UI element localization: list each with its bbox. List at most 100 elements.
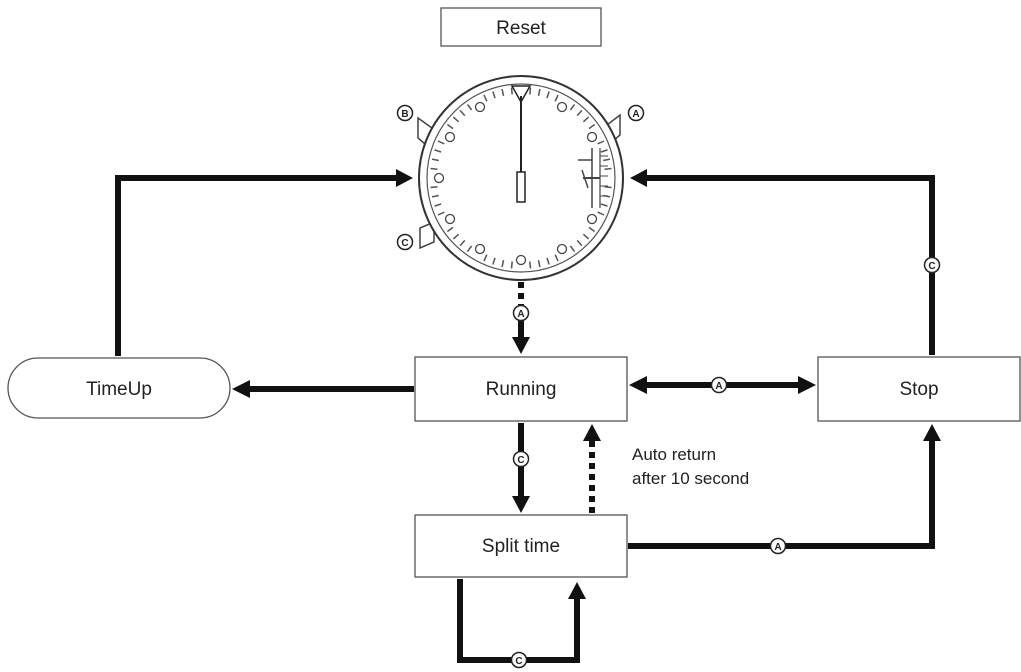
watch-tick bbox=[434, 149, 442, 153]
watch-tick bbox=[537, 260, 541, 268]
twelve-index-triangle bbox=[510, 85, 532, 104]
badge-b-watch: B bbox=[396, 104, 414, 122]
svg-text:A: A bbox=[774, 542, 781, 553]
badge-a-split-to-stop: A bbox=[769, 537, 787, 555]
svg-text:A: A bbox=[632, 109, 639, 120]
watch-hour-marker bbox=[556, 243, 568, 255]
watch-tick bbox=[466, 245, 473, 253]
watch-tick bbox=[483, 94, 488, 102]
stop-node: Stop bbox=[817, 356, 1021, 422]
watch-tick bbox=[537, 88, 541, 96]
svg-text:C: C bbox=[515, 656, 522, 667]
running-node: Running bbox=[414, 356, 628, 422]
watch-tick bbox=[597, 140, 605, 145]
watch-tick bbox=[510, 87, 513, 95]
watch-tick bbox=[588, 226, 596, 233]
watch-tick bbox=[588, 123, 596, 130]
watch-markers bbox=[433, 101, 598, 266]
arrow-reset-to-running bbox=[512, 282, 530, 354]
watch-hour-marker bbox=[556, 101, 568, 113]
watch-tick bbox=[437, 140, 445, 145]
watch-tick bbox=[597, 211, 605, 216]
watch-tick bbox=[600, 203, 608, 207]
svg-text:C: C bbox=[517, 455, 524, 466]
svg-text:C: C bbox=[928, 261, 935, 272]
watch-tick bbox=[554, 254, 559, 262]
watch-tick bbox=[582, 116, 590, 123]
arrow-split-self-loop bbox=[457, 579, 586, 663]
watch-tick bbox=[569, 103, 576, 111]
stopwatch-illustration bbox=[417, 75, 624, 281]
watch-hand-base bbox=[516, 171, 526, 203]
timeup-node: TimeUp bbox=[7, 357, 231, 419]
arrow-timeup-to-reset bbox=[115, 169, 413, 356]
watch-tick bbox=[446, 226, 454, 233]
reset-node: Reset bbox=[440, 7, 602, 47]
watch-tick bbox=[459, 239, 466, 247]
badge-c-watch: C bbox=[396, 233, 414, 251]
watch-tick bbox=[466, 103, 473, 111]
watch-hour-marker bbox=[444, 213, 456, 225]
watch-hour-marker bbox=[515, 254, 527, 266]
badge-a-reset-to-running: A bbox=[512, 304, 530, 322]
badge-c-stop-to-reset: C bbox=[923, 256, 941, 274]
badge-c-running-to-split: C bbox=[512, 450, 530, 468]
watch-hour-marker bbox=[474, 101, 486, 113]
arrow-running-to-split bbox=[512, 423, 530, 513]
watch-tick bbox=[501, 260, 505, 268]
watch-tick bbox=[554, 94, 559, 102]
watch-tick bbox=[437, 211, 445, 216]
watch-tick bbox=[483, 254, 488, 262]
watch-tick bbox=[576, 109, 583, 117]
timeup-label: TimeUp bbox=[86, 379, 152, 400]
auto-return-note: Auto return after 10 second bbox=[632, 445, 749, 488]
auto-return-line1: Auto return bbox=[632, 445, 716, 464]
stop-label: Stop bbox=[899, 379, 938, 400]
watch-hour-marker bbox=[444, 131, 456, 143]
watch-tick bbox=[431, 158, 439, 162]
watch-tick bbox=[492, 91, 496, 99]
watch-tick bbox=[452, 116, 460, 123]
badge-a-watch: A bbox=[627, 104, 645, 122]
watch-tick bbox=[529, 87, 532, 95]
watch-tick bbox=[604, 167, 612, 170]
watch-tick bbox=[430, 167, 438, 170]
arrow-stop-to-reset bbox=[630, 169, 935, 355]
watch-tick bbox=[604, 186, 612, 189]
watch-tick bbox=[501, 88, 505, 96]
watch-tick bbox=[576, 239, 583, 247]
arrow-split-to-stop bbox=[628, 424, 941, 549]
badge-c-split-loop: C bbox=[510, 651, 528, 669]
watch-hour-marker bbox=[433, 172, 445, 184]
arrow-split-to-running-auto bbox=[583, 424, 601, 513]
watch-tick bbox=[600, 149, 608, 153]
svg-text:C: C bbox=[401, 238, 408, 249]
watch-tick bbox=[510, 261, 513, 269]
badge-a-running-stop: A bbox=[710, 376, 728, 394]
watch-tick bbox=[529, 261, 532, 269]
auto-return-line2: after 10 second bbox=[632, 469, 749, 488]
watch-tick bbox=[431, 194, 439, 198]
watch-tick bbox=[452, 233, 460, 240]
watch-tick bbox=[459, 109, 466, 117]
svg-text:A: A bbox=[715, 381, 722, 392]
svg-text:B: B bbox=[401, 109, 408, 120]
watch-subgauge bbox=[578, 148, 608, 208]
watch-tick bbox=[569, 245, 576, 253]
watch-tick bbox=[492, 257, 496, 265]
watch-hour-marker bbox=[586, 131, 598, 143]
watch-tick bbox=[603, 158, 611, 162]
split-time-label: Split time bbox=[482, 536, 560, 557]
watch-tick bbox=[434, 203, 442, 207]
watch-tick bbox=[582, 233, 590, 240]
running-label: Running bbox=[486, 379, 557, 400]
watch-tick bbox=[430, 186, 438, 189]
watch-hour-marker bbox=[586, 213, 598, 225]
arrow-running-to-timeup bbox=[232, 380, 414, 398]
watch-hour-marker bbox=[474, 243, 486, 255]
split-time-node: Split time bbox=[414, 514, 628, 578]
watch-tick bbox=[546, 257, 550, 265]
pusher-c bbox=[419, 220, 435, 250]
svg-text:A: A bbox=[517, 309, 524, 320]
